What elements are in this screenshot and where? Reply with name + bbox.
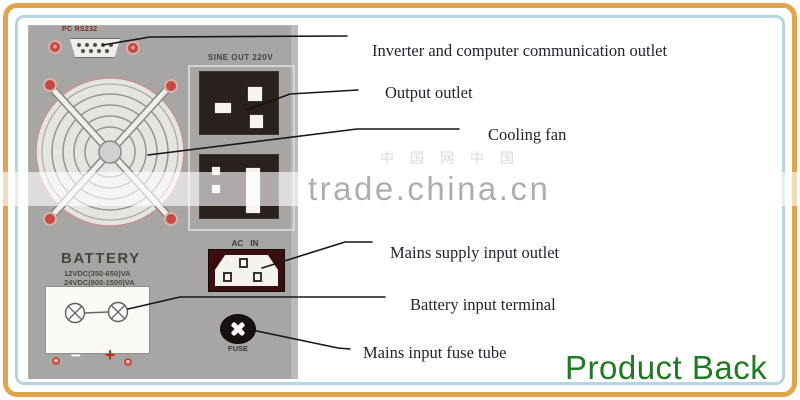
outlet-slot [248,87,262,101]
caption-product-back: Product Back [565,349,768,386]
output-outlet-top [200,72,278,134]
iec-inlet-face [215,255,278,286]
screw-icon [50,42,60,52]
battery-minus-marker: − [71,346,81,365]
fan-screw-icons [43,78,178,226]
sine-out-label: SINE OUT 220V [207,53,274,62]
callout-label-communication-outlet: Inverter and computer communication outl… [372,41,668,60]
callout-label-battery-input-terminal: Battery input terminal [410,295,556,314]
outlet-slot [250,115,263,128]
callout-label-mains-supply-input: Mains supply input outlet [390,243,560,262]
battery-terminals-icon [64,301,129,324]
battery-spec-line2: 24VDC(800-1500)VA [64,278,135,287]
screw-icon [52,357,60,365]
pc-rs232-label: PC RS232 [62,26,98,33]
battery-title: BATTERY [61,250,141,267]
battery-spec-line1: 12VDC(350-650)VA [64,269,131,278]
ac-input-inlet [208,249,285,292]
cooling-fan-icon [35,77,185,227]
callout-label-mains-input-fuse: Mains input fuse tube [363,343,507,362]
inlet-pin [223,272,232,282]
watermark-text: trade.china.cn [308,170,551,207]
callout-label-cooling-fan: Cooling fan [488,125,567,144]
inlet-pin [239,258,248,268]
rs232-pin-row [77,43,113,47]
battery-terminal-box [45,286,150,354]
battery-plus-marker: + [104,345,116,365]
fuse-label: FUSE [227,344,248,353]
callout-label-output-outlet: Output outlet [385,83,473,102]
screw-icon [128,43,138,53]
screw-icon [124,358,132,366]
watermark-cjk-text: 中国网中国 [380,150,530,166]
ac-in-label: AC IN [231,239,259,248]
fuse-holder-icon [221,315,255,343]
inlet-pin [253,272,262,282]
outlet-slot [212,167,220,175]
outlet-slot [215,103,231,113]
rs232-connector-icon [69,38,121,58]
watermark-band: 中国网中国 trade.china.cn [0,150,800,207]
rs232-pin-row [81,49,109,53]
